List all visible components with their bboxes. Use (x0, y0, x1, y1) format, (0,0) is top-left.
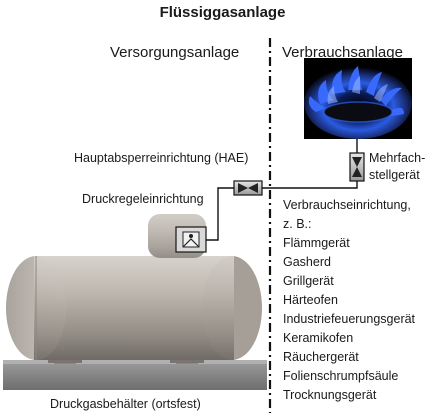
list-item: Industriefeuerungsgerät (283, 312, 416, 326)
list-item: Folienschrumpfsäule (283, 369, 399, 383)
list-item: Keramikofen (283, 331, 354, 345)
ground-slab (3, 360, 267, 390)
consumer-section-heading: Verbrauchsanlage (282, 44, 403, 61)
list-item: Räuchergerät (283, 350, 359, 364)
diagram-title: Flüssiggasanlage (159, 4, 286, 21)
pressure-regulator (175, 226, 207, 253)
multi-control-valve (349, 152, 365, 182)
consumer-list: Verbrauchseinrichtung, z. B.: Flämmgerät… (283, 196, 415, 405)
list-item: Härteofen (283, 293, 338, 307)
tank-label: Druckgasbehälter (ortsfest) (50, 397, 201, 411)
supply-section-heading: Versorgungsanlage (110, 44, 240, 61)
multi-control-device-label-line2: stellgerät (369, 168, 420, 182)
main-shutoff-label: Hauptabsperreinrichtung (HAE) (74, 151, 249, 165)
multi-control-device-label-line1: Mehrfach- (369, 151, 426, 165)
list-item: Flämmgerät (283, 236, 350, 250)
multi-control-device-label: Mehrfach- stellgerät (369, 150, 425, 184)
list-item: Grillgerät (283, 274, 334, 288)
pipework (206, 139, 358, 241)
gas-tank (6, 256, 262, 360)
gas-flame-icon (304, 58, 412, 139)
valve-icon (233, 180, 263, 196)
consumer-heading-line2: z. B.: (283, 217, 312, 231)
consumer-heading-line1: Verbrauchseinrichtung, (283, 198, 411, 212)
list-item: Gasherd (283, 255, 331, 269)
pressure-regulator-label: Druckregeleinrichtung (82, 192, 204, 206)
list-item: Trocknungsgerät (283, 388, 377, 402)
